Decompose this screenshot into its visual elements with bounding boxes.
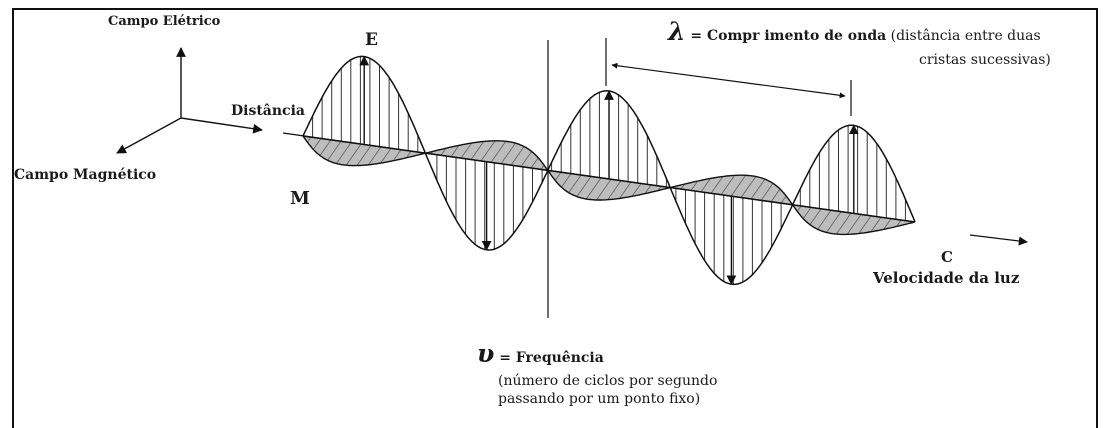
- wavelength-annotation: λ = Compr imento de onda (distância entr…: [668, 17, 1041, 47]
- figure-frame: [12, 8, 1098, 428]
- frequency-note-line2: passando por um ponto fixo): [498, 391, 701, 407]
- electric-wave-label: E: [365, 30, 378, 50]
- electric-field-axis-label: Campo Elétrico: [108, 14, 221, 29]
- magnetic-lobe: [791, 203, 916, 236]
- propagation-arrow: [969, 234, 1028, 246]
- wavelength-arrow: [611, 62, 846, 99]
- coordinate-axes: [116, 47, 263, 154]
- magnetic-field-axis-label: Campo Magnético: [14, 167, 157, 183]
- magnetic-axis-line: [116, 117, 182, 154]
- magnetic-lobe: [670, 174, 795, 206]
- wavelength-title: = Compr imento de onda: [685, 28, 887, 44]
- magnetic-wave-label: M: [290, 188, 310, 209]
- distance-axis-label: Distância: [231, 103, 305, 119]
- propagation-axis: [282, 132, 916, 223]
- magnetic-lobe: [425, 140, 550, 172]
- speed-symbol: C: [941, 248, 953, 266]
- speed-label: Velocidade da luz: [873, 269, 1020, 287]
- magnetic-lobe: [301, 135, 426, 167]
- frequency-note-line1: (número de ciclos por segundo: [498, 373, 718, 389]
- wavelength-note-line2: cristas sucessivas): [919, 52, 1051, 68]
- nu-symbol: υ: [477, 339, 495, 368]
- distance-axis-line: [180, 117, 263, 134]
- magnetic-wave: [301, 135, 916, 236]
- wavelength-dimension: [605, 38, 852, 116]
- frequency-annotation: υ = Frequência: [477, 339, 604, 369]
- frequency-title: = Frequência: [494, 350, 604, 366]
- lambda-symbol: λ: [668, 17, 686, 46]
- electric-wave: [282, 55, 916, 286]
- wavelength-note-line1: (distância entre duas: [886, 28, 1041, 44]
- magnetic-lobe: [546, 169, 671, 201]
- electric-wave-curve: [302, 55, 916, 286]
